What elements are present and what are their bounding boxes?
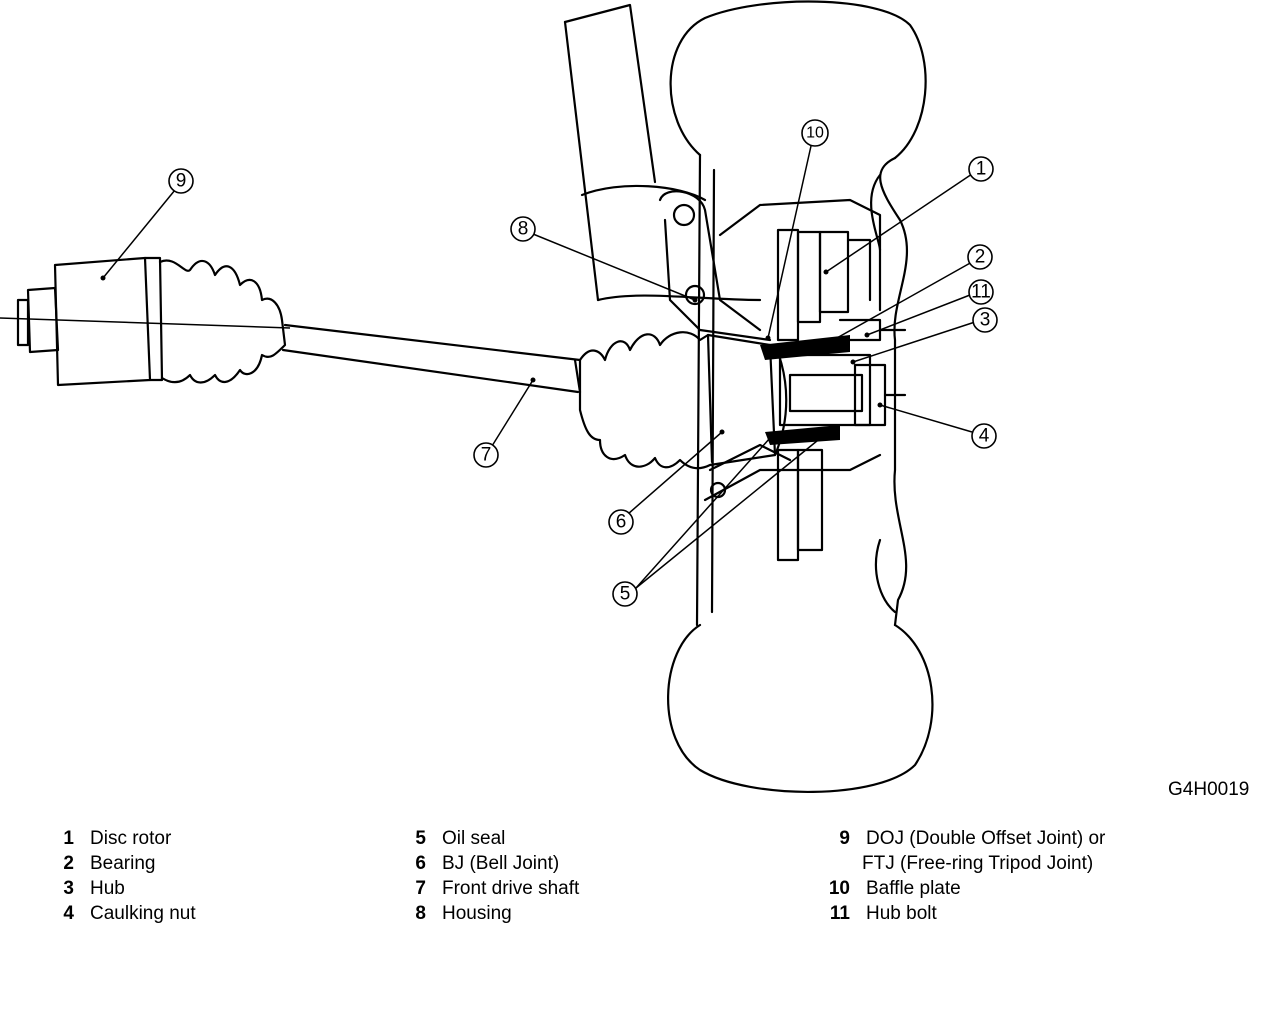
legend-item: 3 Hub — [48, 876, 196, 901]
figure-code: G4H0019 — [1168, 779, 1250, 800]
callout-2: 2 — [809, 244, 993, 355]
callout-9-number: 9 — [176, 171, 187, 192]
legend-item: 5 Oil seal — [400, 826, 579, 851]
callout-5-number: 5 — [620, 584, 631, 605]
legend-label: Oil seal — [442, 828, 506, 849]
callout-11: 11 — [864, 279, 994, 338]
callout-9: 9 — [100, 168, 194, 281]
callout-1: 1 — [823, 156, 994, 275]
legend-label: Baffle plate — [866, 878, 961, 899]
callout-5: 5 — [612, 429, 831, 607]
legend-number: 7 — [415, 878, 426, 899]
legend-label: FTJ (Free-ring Tripod Joint) — [862, 853, 1094, 874]
legend-item: 2 Bearing — [48, 851, 196, 876]
legend-item: 11 Hub bolt — [820, 901, 1105, 926]
legend-item: 10 Baffle plate — [820, 876, 1105, 901]
legend-column-3: 9 DOJ (Double Offset Joint) or FTJ (Free-… — [820, 826, 1106, 926]
legend-label: Bearing — [90, 853, 156, 874]
legend-number: 2 — [63, 853, 74, 874]
callout-10: 10 — [765, 119, 829, 341]
legend-item: 6 BJ (Bell Joint) — [400, 851, 579, 876]
legend-item: 4 Caulking nut — [48, 901, 196, 926]
legend-column-2: 5 Oil seal 6 BJ (Bell Joint) 7 Front drive … — [400, 826, 579, 926]
front-drive-shaft — [281, 323, 582, 394]
doj-joint — [0, 256, 291, 387]
callout-6: 6 — [608, 429, 725, 535]
callout-4: 4 — [877, 402, 997, 449]
legend-number: 9 — [839, 828, 850, 849]
housing — [658, 190, 882, 502]
callout-8: 8 — [510, 216, 698, 303]
strut — [563, 3, 762, 302]
callout-8-number: 8 — [518, 219, 529, 240]
legend-item: 1 Disc rotor — [48, 826, 196, 851]
legend-number: 10 — [828, 878, 850, 899]
legend-number: 11 — [829, 903, 850, 924]
legend-label: Disc rotor — [90, 828, 172, 849]
legend-label: Caulking nut — [90, 903, 196, 924]
callout-11-number: 11 — [971, 282, 991, 303]
legend-number: 5 — [415, 828, 426, 849]
callout-3-number: 3 — [980, 310, 991, 331]
callout-4-number: 4 — [979, 426, 990, 447]
callout-3: 3 — [850, 307, 998, 365]
legend-label: Front drive shaft — [442, 878, 580, 899]
legend-item: 8 Housing — [400, 901, 579, 926]
bearing — [760, 335, 850, 445]
legend-number: 8 — [415, 903, 426, 924]
tire — [667, 0, 934, 793]
callout-6-number: 6 — [616, 512, 627, 533]
disc-rotor — [776, 228, 872, 562]
legend-label: BJ (Bell Joint) — [442, 853, 560, 874]
callout-7-number: 7 — [481, 445, 492, 466]
legend-label: Hub bolt — [866, 903, 937, 924]
callout-1-number: 1 — [976, 159, 987, 180]
legend-item: 7 Front drive shaft — [400, 876, 579, 901]
callout-10-number: 10 — [806, 125, 824, 142]
legend-number: 6 — [415, 853, 426, 874]
legend-number: 1 — [63, 828, 74, 849]
legend-item-continuation: FTJ (Free-ring Tripod Joint) — [820, 851, 1105, 876]
legend-number: 4 — [63, 903, 74, 924]
callout-7: 7 — [473, 377, 536, 468]
legend-label: Hub — [90, 878, 125, 899]
legend-label: DOJ (Double Offset Joint) or — [866, 828, 1106, 849]
legend-column-1: 1 Disc rotor 2 Bearing 3 Hub 4 Caulking nut — [48, 826, 196, 926]
legend-item: 9 DOJ (Double Offset Joint) or — [820, 826, 1105, 851]
legend-number: 3 — [63, 878, 74, 899]
legend-label: Housing — [442, 903, 512, 924]
callout-2-number: 2 — [975, 247, 986, 268]
